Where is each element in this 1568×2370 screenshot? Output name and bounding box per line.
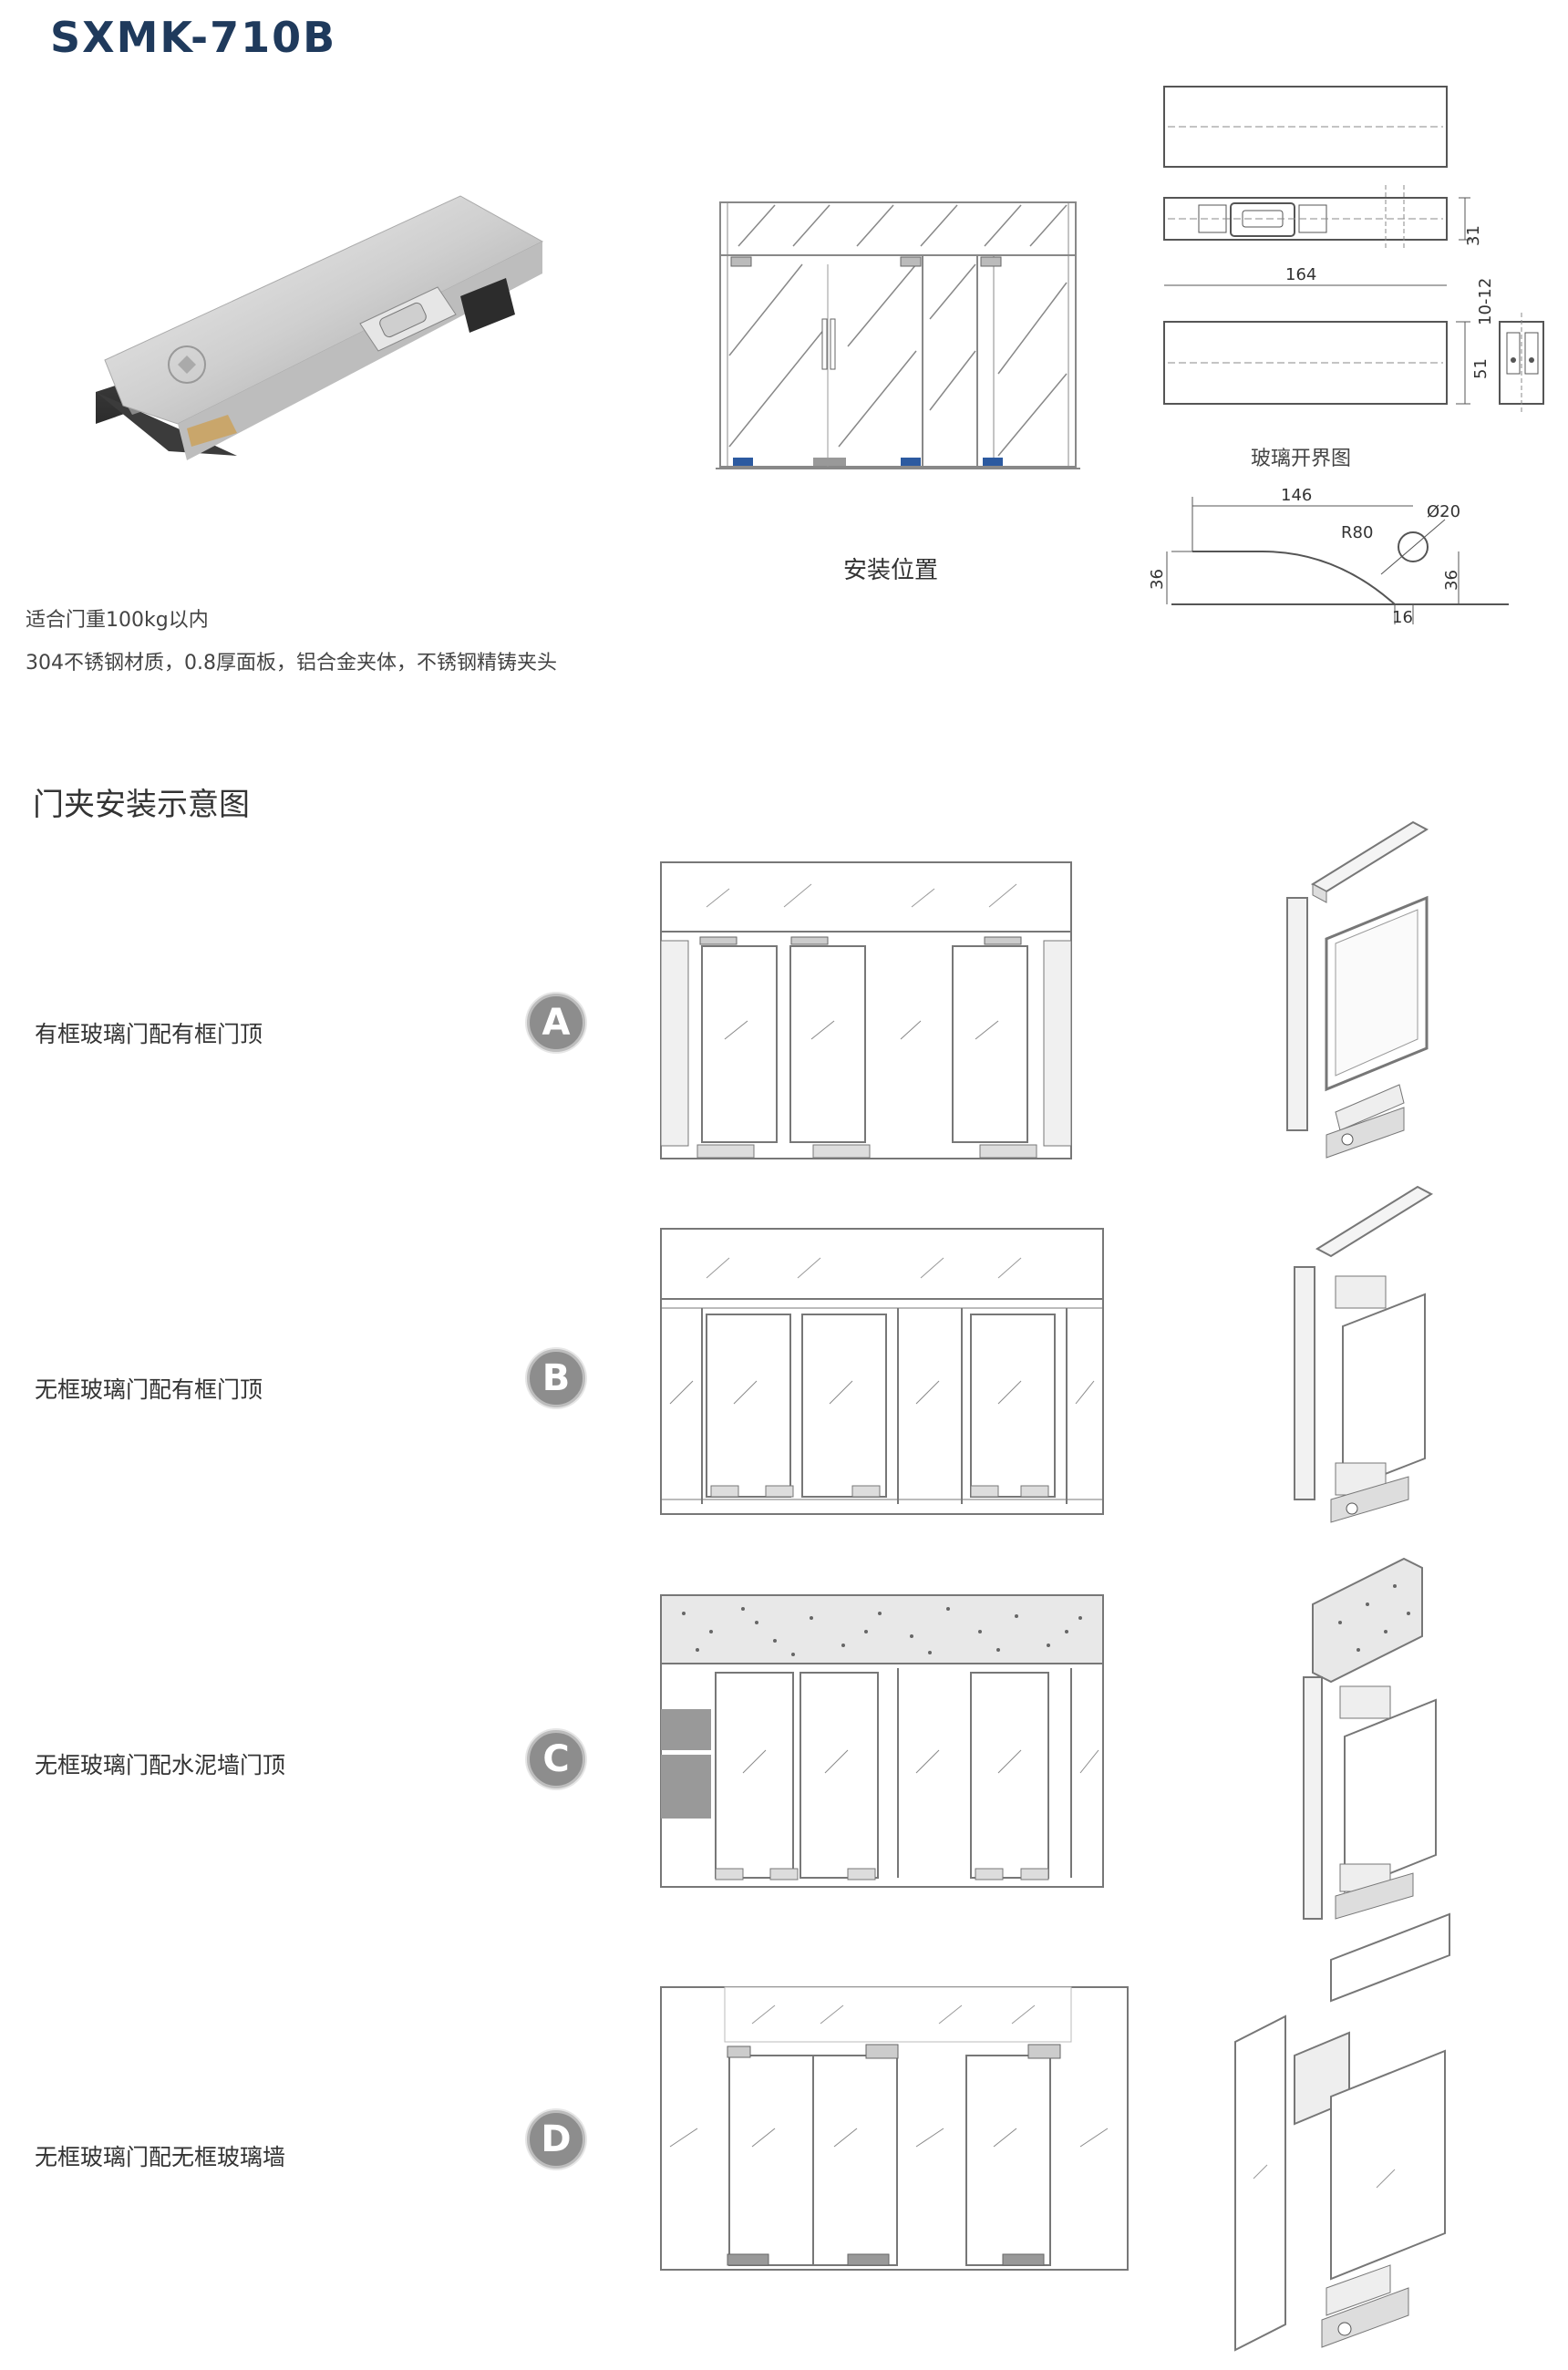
diagram-d xyxy=(660,1986,1129,2271)
diagram-b xyxy=(660,1228,1104,1515)
badge-d: D xyxy=(527,2110,585,2169)
badge-c: C xyxy=(527,1730,585,1788)
badge-a: A xyxy=(527,994,585,1052)
cut-hole: Ø20 xyxy=(1427,502,1460,521)
dim-gap: 10-12 xyxy=(1476,278,1495,325)
cut-width: 146 xyxy=(1281,486,1312,505)
dim-thickness: 31 xyxy=(1464,225,1483,246)
diagram-a xyxy=(660,861,1072,1159)
install-position-drawing xyxy=(716,201,1080,469)
cut-radius: R80 xyxy=(1341,523,1373,542)
row-d-label: 无框玻璃门配无框玻璃墙 xyxy=(35,2144,286,2170)
install-position-caption: 安装位置 xyxy=(843,557,939,584)
row-a-label: 有框玻璃门配有框门顶 xyxy=(35,1021,263,1047)
cut-h-right: 36 xyxy=(1442,570,1461,591)
product-photo xyxy=(96,195,544,460)
exploded-d xyxy=(1234,1912,1450,2352)
dim-width: 164 xyxy=(1285,265,1316,284)
section-title: 门夹安装示意图 xyxy=(33,787,250,823)
exploded-a xyxy=(1286,820,1429,1159)
diagram-c xyxy=(660,1594,1104,1888)
exploded-b xyxy=(1294,1185,1434,1523)
exploded-c xyxy=(1303,1557,1437,1920)
glass-cut-caption: 玻璃开界图 xyxy=(1251,448,1352,470)
spec-weight: 适合门重100kg以内 xyxy=(26,609,209,632)
cut-h-left: 36 xyxy=(1148,569,1167,590)
model-title: SXMK-710B xyxy=(50,13,337,62)
cut-offset: 16 xyxy=(1392,608,1413,627)
row-c-label: 无框玻璃门配水泥墙门顶 xyxy=(35,1752,286,1778)
spec-material: 304不锈钢材质，0.8厚面板，铝合金夹体，不锈钢精铸夹头 xyxy=(26,652,557,675)
row-b-label: 无框玻璃门配有框门顶 xyxy=(35,1376,263,1403)
badge-b: B xyxy=(527,1349,585,1407)
dim-height: 51 xyxy=(1471,358,1491,379)
technical-drawings: 31 10-12 164 51 146 R80 Ø20 36 36 16 xyxy=(1148,86,1544,627)
